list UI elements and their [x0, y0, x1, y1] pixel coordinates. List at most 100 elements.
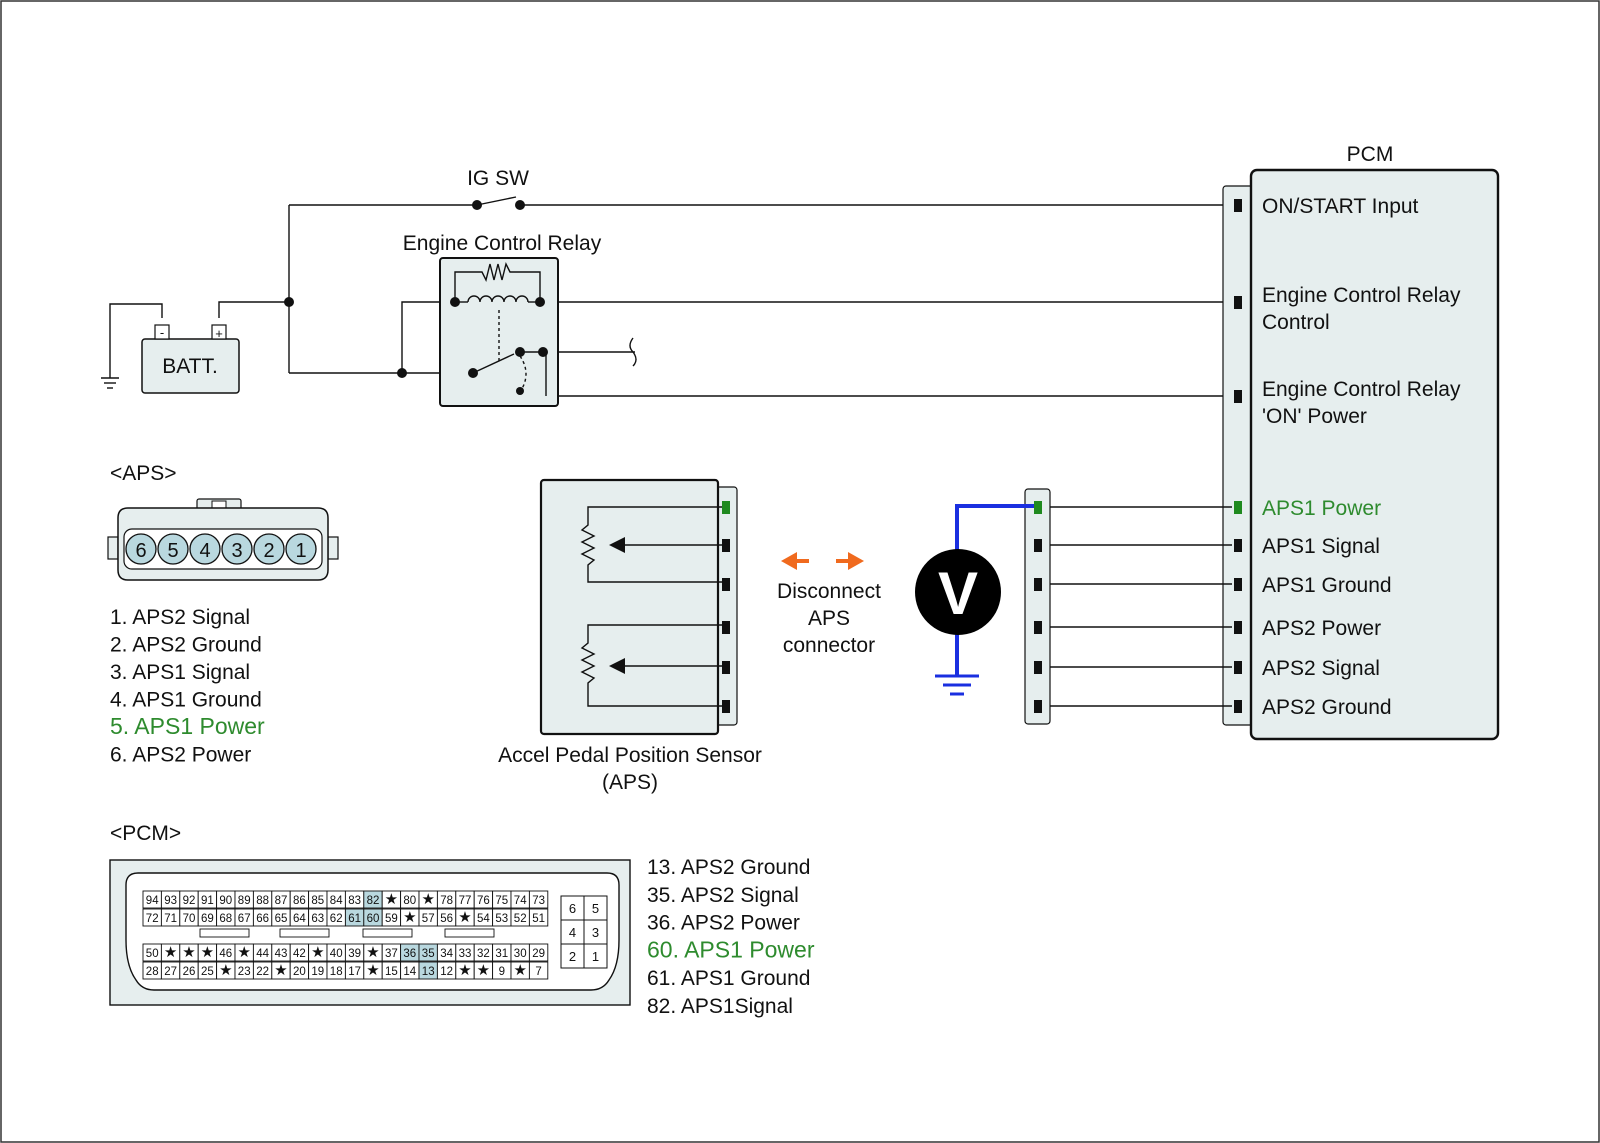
pcm-connector-cell-label: 54: [477, 913, 490, 925]
battery: - + BATT.: [141, 324, 240, 394]
harness-pin: [1034, 661, 1042, 674]
wiper-arrow-2: [609, 658, 625, 674]
aps-connector-pin: [221, 533, 253, 565]
pcm-connector-cell-label: ★: [201, 944, 214, 961]
aps-sensor-label-line: Accel Pedal Position Sensor: [498, 744, 762, 767]
harness-pin: [1034, 700, 1042, 713]
pcm-terminal-label: APS1 Signal: [1262, 535, 1380, 558]
pcm-box: [1249, 168, 1500, 741]
pcm-connector-cell-label: 9: [499, 966, 505, 978]
pcm-connector-cell-label: 46: [219, 948, 232, 960]
aps-legend-item: 6. APS2 Power: [110, 744, 251, 767]
pcm-connector-cell-label: ★: [458, 909, 471, 926]
pcm-connector-cell-label: 32: [477, 948, 490, 960]
pcm-connector-cell-label: 33: [459, 948, 472, 960]
pcm-terminal-pin: [1234, 199, 1242, 212]
pcm-connector-cell-label: 13: [422, 966, 435, 978]
harness-pin: [1034, 578, 1042, 591]
pcm-connector-cell-label: 39: [348, 948, 361, 960]
aps-connector-pin-number: 6: [135, 540, 146, 562]
harness-pin: [1034, 539, 1042, 552]
pcm-connector-cell-label: 52: [514, 913, 527, 925]
pcm-terminal-label: APS2 Signal: [1262, 657, 1380, 680]
pcm-connector-cell: [528, 961, 549, 980]
pcm-legend-item: 35. APS2 Signal: [647, 884, 799, 907]
pcm-connector-cell-label: 68: [219, 913, 232, 925]
pcm-connector-cell-label: 23: [238, 966, 251, 978]
pcm-connector-cell-label: 91: [201, 895, 214, 907]
pcm-connector-cell-label: ★: [477, 962, 490, 979]
pcm-connector-cell-label: 19: [311, 966, 324, 978]
pcm-connector-cell-label: 62: [330, 913, 343, 925]
pcm-connector-cell-label: 88: [256, 895, 269, 907]
pcm-terminal-label: Engine Control Relay: [1262, 284, 1461, 307]
pcm-connector-cell-label: 26: [183, 966, 196, 978]
pcm-connector-cell-label: 12: [440, 966, 453, 978]
ig-switch-label: IG SW: [467, 167, 529, 190]
pcm-side-cell-label: 6: [569, 901, 576, 916]
relay-internals: [454, 261, 547, 396]
aps-legend-item: 5. APS1 Power: [110, 713, 265, 739]
pcm-connector-cell-label: ★: [274, 962, 287, 979]
pcm-connector-cell-label: ★: [366, 962, 379, 979]
pcm-connector-cell-label: 84: [330, 895, 343, 907]
pcm-connector-cell-label: 56: [440, 913, 453, 925]
junction-dots: [284, 200, 548, 395]
line-break-mark: [629, 337, 637, 367]
pcm-connector-cell-label: 14: [403, 966, 416, 978]
pcm-connector-cell-label: 59: [385, 913, 398, 925]
pcm-connector-cell-label: 57: [422, 913, 435, 925]
pcm-connector-cell-label: 43: [275, 948, 288, 960]
aps-connector-pin: [253, 533, 285, 565]
pcm-side-cell: [583, 943, 608, 969]
pcm-terminal-pin: [1234, 578, 1242, 591]
pcm-connector-cell-label: ★: [421, 891, 434, 908]
pcm-connector-cell-label: 61: [348, 913, 361, 925]
pcm-legend-item: 82. APS1Signal: [647, 995, 793, 1018]
pcm-connector-cell-label: 70: [183, 913, 196, 925]
pcm-connector-cell-label: 34: [440, 948, 453, 960]
pcm-connector-cell-label: 87: [275, 895, 288, 907]
pcm-connector-cell-label: 35: [422, 948, 435, 960]
pcm-connector-cell-label: ★: [366, 944, 379, 961]
voltmeter: V: [915, 504, 1034, 696]
pcm-connector-cell-label: 50: [146, 948, 159, 960]
engine-control-relay-label: Engine Control Relay: [403, 232, 602, 255]
pcm-terminal-label: Engine Control Relay: [1262, 378, 1461, 401]
voltmeter-symbol: V: [938, 560, 978, 627]
aps-connector-pin: [125, 533, 157, 565]
pcm-connector-cell-label: 20: [293, 966, 306, 978]
disconnect-label-line: Disconnect: [777, 580, 881, 603]
pcm-connector-title: <PCM>: [110, 822, 181, 845]
aps-sensor-label-line: (APS): [602, 771, 658, 794]
pcm-legend-item: 13. APS2 Ground: [647, 856, 810, 879]
pcm-connector-cell-label: 31: [495, 948, 508, 960]
pcm-connector-cell-label: 69: [201, 913, 214, 925]
aps-connector-pin-number: 4: [199, 540, 210, 562]
pcm-connector-cell-label: ★: [237, 944, 250, 961]
pcm-connector-cell-label: 86: [293, 895, 306, 907]
aps-connector-pin-number: 5: [167, 540, 178, 562]
pcm-connector-cell-label: 44: [256, 948, 269, 960]
pcm-connector-cell-label: 17: [348, 966, 361, 978]
pcm-terminal-label: APS1 Power: [1262, 497, 1381, 520]
pcm-connector-cell-label: ★: [219, 962, 232, 979]
sensor-pin: [722, 539, 730, 552]
pcm-connector-key: [199, 928, 250, 938]
pcm-connector-cell-label: ★: [311, 944, 324, 961]
pcm-connector-cell-label: 83: [348, 895, 361, 907]
pcm-connector-cell-label: 89: [238, 895, 251, 907]
pcm-connector-cell-label: 76: [477, 895, 490, 907]
aps-connector-pin: [285, 533, 317, 565]
pcm-connector-cell-label: 78: [440, 895, 453, 907]
pcm-connector-cell-label: 67: [238, 913, 251, 925]
pcm-connector-cell-label: 72: [146, 913, 159, 925]
pcm-connector-cell-label: 28: [146, 966, 159, 978]
sensor-pin: [722, 621, 730, 634]
pcm-connector-cell-label: 40: [330, 948, 343, 960]
